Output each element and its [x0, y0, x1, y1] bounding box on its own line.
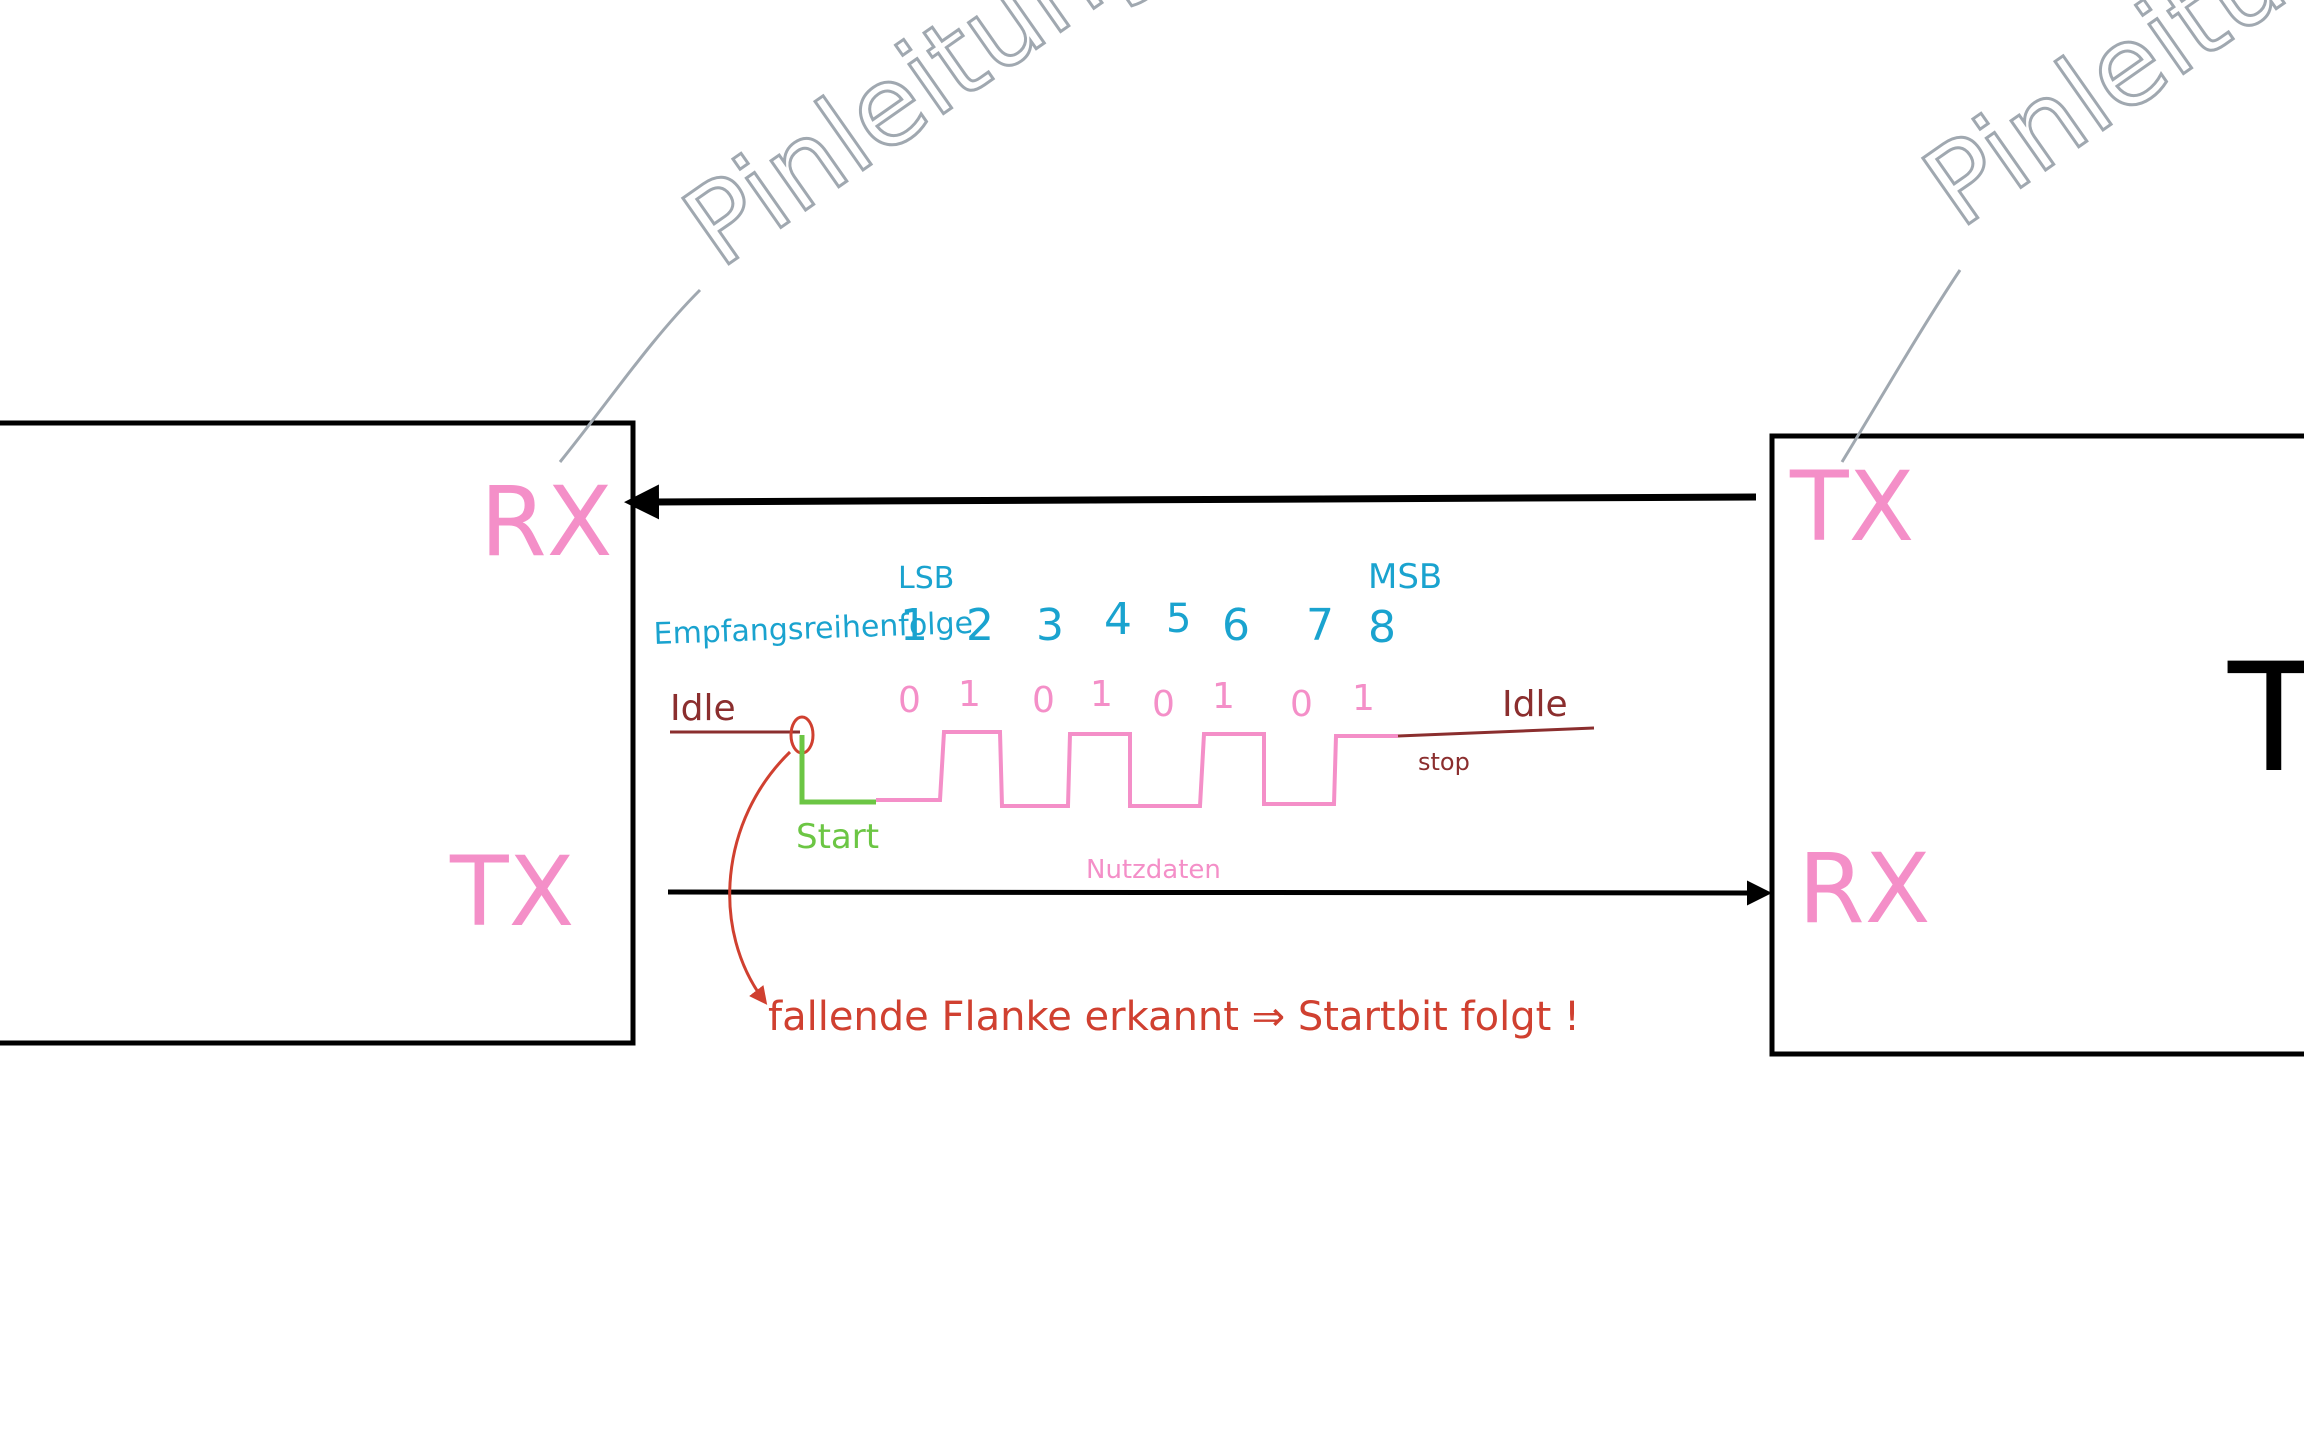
bit-index-5: 5: [1166, 596, 1191, 642]
bit-value-4: 1: [1090, 674, 1113, 715]
bit-index-7: 7: [1306, 600, 1334, 651]
bit-value-row: 0 1 0 1 0 1 0 1: [898, 674, 1375, 725]
right-partial-label: T: [2227, 632, 2304, 806]
bit-value-7: 0: [1290, 684, 1313, 725]
right-device-box: [1769, 433, 2304, 1057]
falling-edge-note: fallende Flanke erkannt ⇒ Startbit folgt…: [768, 994, 1580, 1040]
bit-index-3: 3: [1036, 600, 1064, 651]
idle-right-line: [1397, 726, 1595, 738]
left-tx-label: TX: [449, 836, 574, 948]
bit-value-2: 1: [958, 674, 981, 715]
bottom-arrow-line: [667, 880, 1772, 906]
payload-waveform: [876, 730, 1398, 808]
idle-left-label: Idle: [670, 688, 736, 729]
top-arrow-line: [624, 484, 1757, 520]
bit-value-3: 0: [1032, 680, 1055, 721]
start-bit-waveform: [799, 735, 876, 805]
bit-index-8: 8: [1368, 602, 1396, 653]
left-pin-leader-label: Pinleitung: [661, 0, 1181, 291]
bit-value-8: 1: [1352, 678, 1375, 719]
right-tx-label: TX: [1789, 451, 1914, 563]
start-label: Start: [796, 817, 879, 857]
bit-value-1: 0: [898, 680, 921, 721]
idle-right-label: Idle: [1502, 684, 1568, 725]
bit-index-row: 1 2 3 4 5 6 7 8: [900, 594, 1396, 653]
bit-index-4: 4: [1104, 594, 1132, 645]
left-device-box: [0, 420, 636, 1046]
msb-label: MSB: [1368, 557, 1442, 597]
bit-index-1: 1: [900, 600, 928, 651]
bit-value-5: 0: [1152, 684, 1175, 725]
left-pin-leader-line: [558, 288, 702, 463]
lsb-label: LSB: [898, 561, 954, 596]
bit-value-6: 1: [1212, 676, 1235, 717]
stop-label: stop: [1418, 748, 1470, 776]
falling-edge-arrow: [728, 750, 792, 1005]
payload-label: Nutzdaten: [1086, 855, 1221, 885]
bit-index-6: 6: [1222, 600, 1250, 651]
bit-index-2: 2: [966, 600, 994, 651]
left-rx-label: RX: [480, 466, 612, 578]
right-rx-label: RX: [1798, 833, 1930, 945]
right-pin-leader-line: [1840, 269, 1962, 463]
right-pin-leader-label: Pinleitung: [1901, 0, 2304, 251]
